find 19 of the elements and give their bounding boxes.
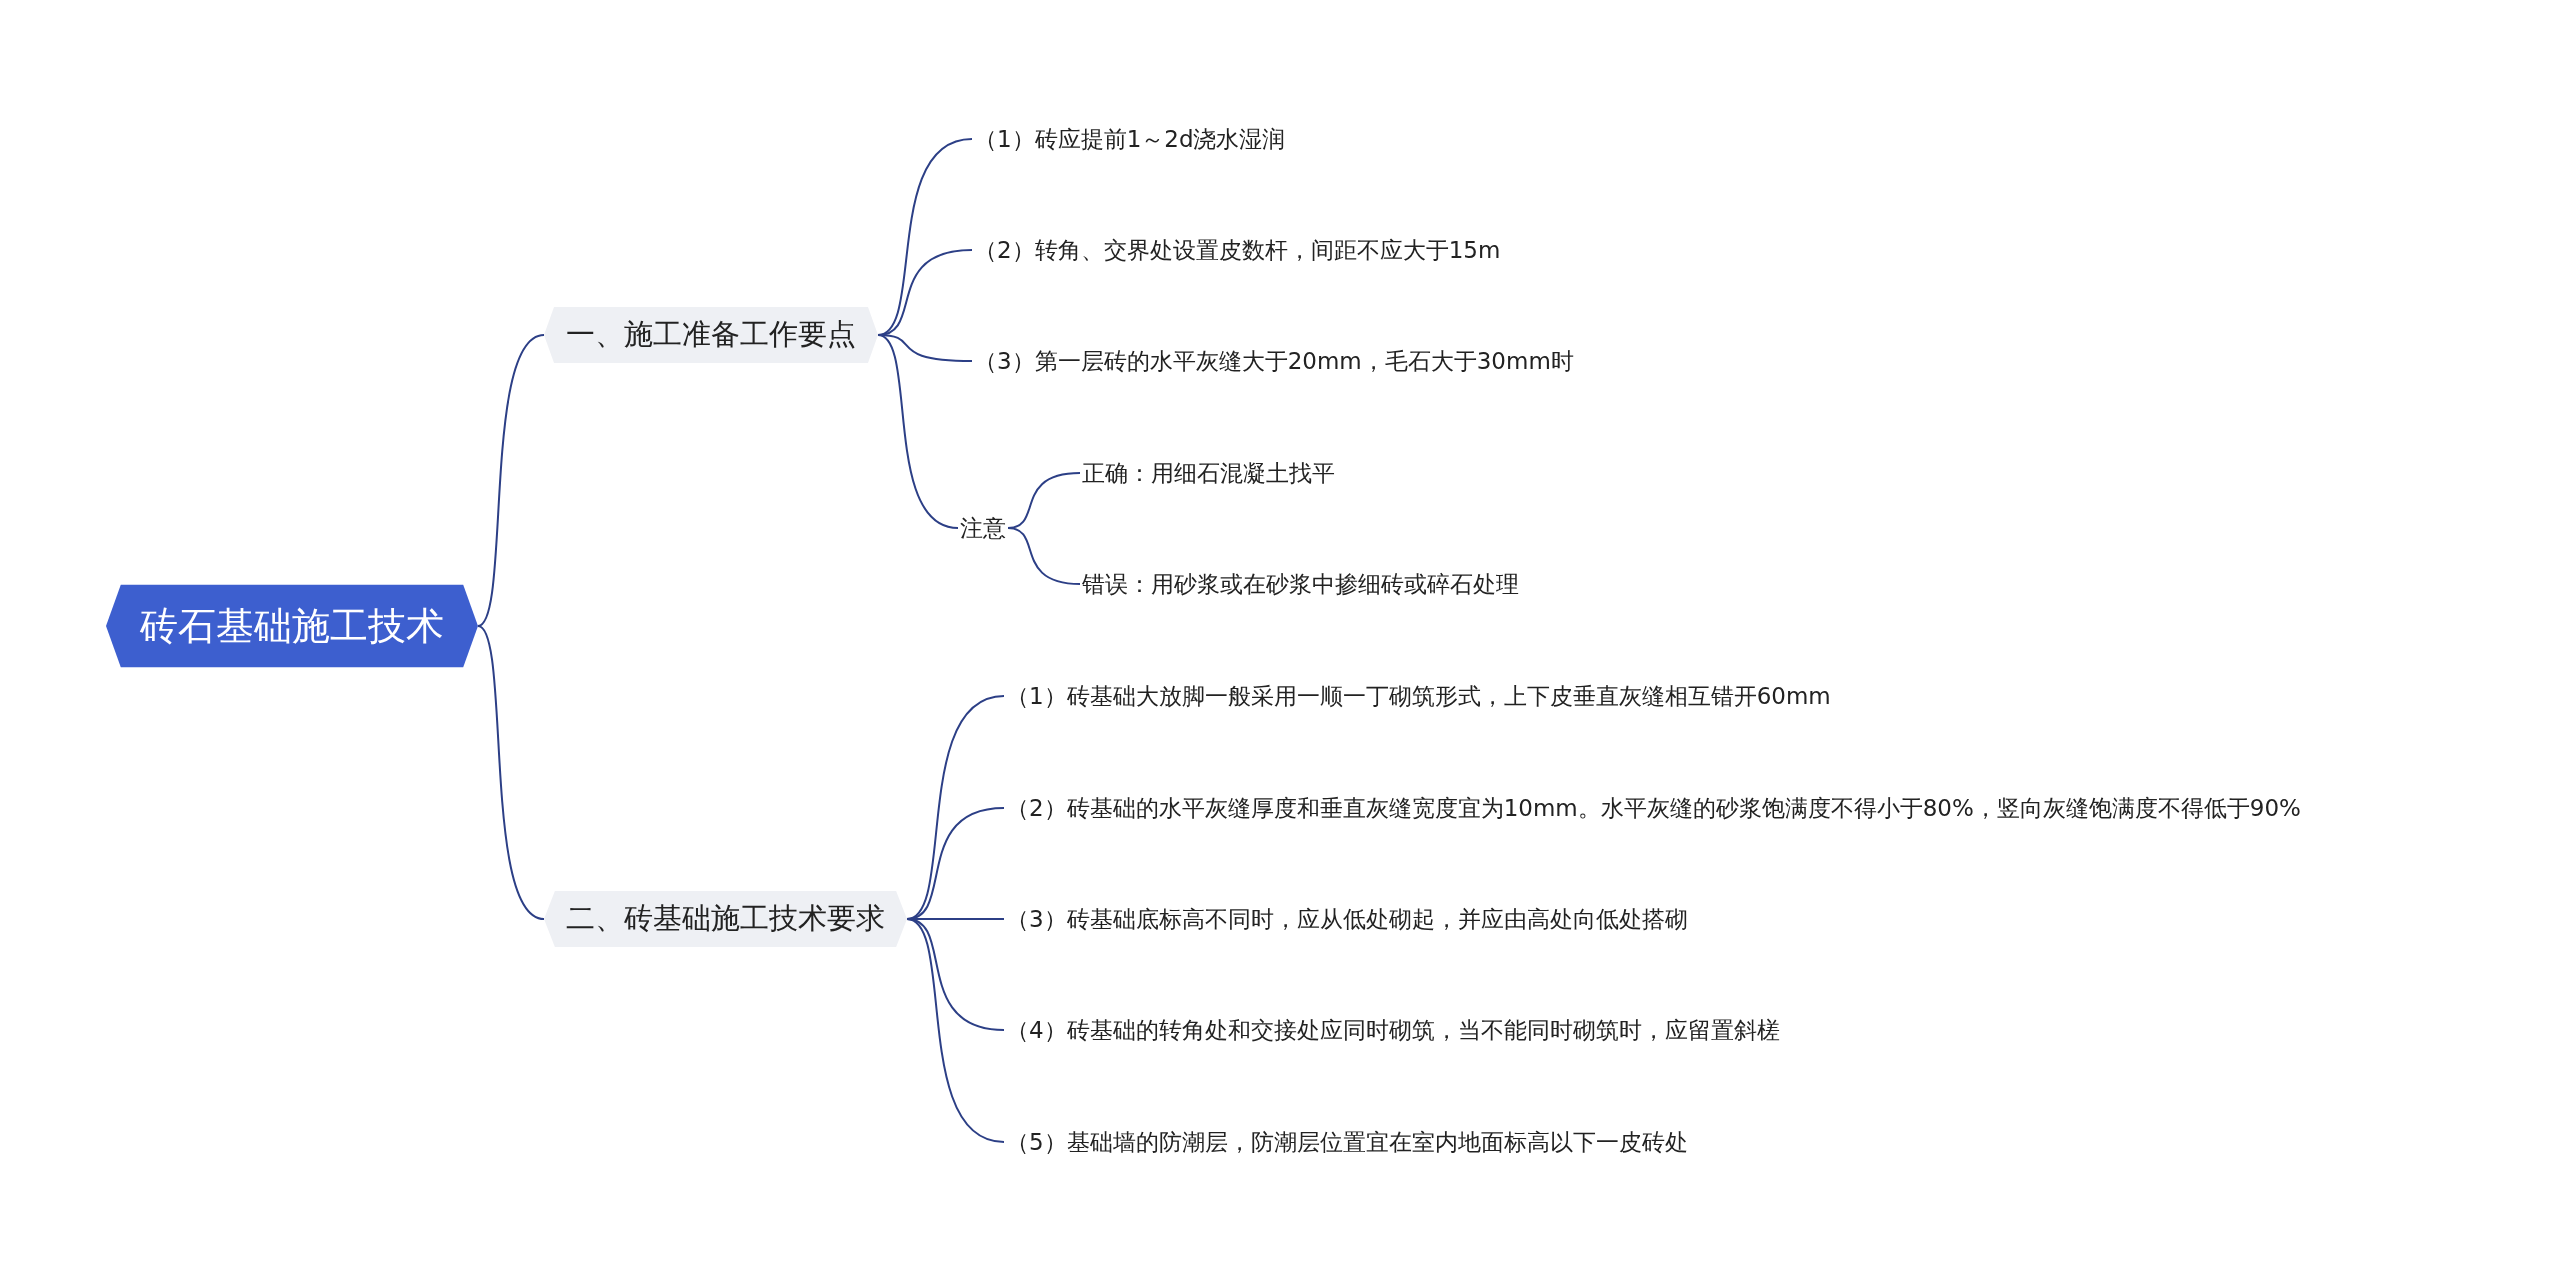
- branch-topic: 一、施工准备工作要点: [544, 307, 878, 363]
- topic-text: （1）砖基础大放脚一般采用一顺一丁砌筑形式，上下皮垂直灰缝相互错开60mm: [1004, 676, 1833, 716]
- topic-text: 注意: [958, 508, 1008, 548]
- root-topic: 砖石基础施工技术: [106, 584, 478, 668]
- topic-text: （3）第一层砖的水平灰缝大于20mm，毛石大于30mm时: [972, 341, 1576, 381]
- topic-text: 错误：用砂浆或在砂浆中掺细砖或碎石处理: [1080, 564, 1521, 604]
- topic-text: （2）砖基础的水平灰缝厚度和垂直灰缝宽度宜为10mm。水平灰缝的砂浆饱满度不得小于80%，竖向灰缝饱满度不得低于90%: [1004, 788, 2303, 828]
- connector-curve: [477, 334, 545, 627]
- topic-text: （1）砖应提前1～2d浇水湿润: [972, 119, 1288, 159]
- connector-curve: [906, 918, 1005, 1143]
- branch-topic: 二、砖基础施工技术要求: [544, 891, 907, 947]
- connector-curve: [877, 334, 959, 529]
- topic-text: （3）砖基础底标高不同时，应从低处砌起，并应由高处向低处搭砌: [1004, 899, 1690, 939]
- connector-curve: [477, 625, 545, 920]
- topic-text: 正确：用细石混凝土找平: [1080, 453, 1337, 493]
- topic-text: （4）砖基础的转角处和交接处应同时砌筑，当不能同时砌筑时，应留置斜槎: [1004, 1010, 1782, 1050]
- topic-text: （5）基础墙的防潮层，防潮层位置宜在室内地面标高以下一皮砖处: [1004, 1122, 1690, 1162]
- topic-text: （2）转角、交界处设置皮数杆，间距不应大于15m: [972, 230, 1503, 270]
- connector-curve: [1007, 527, 1081, 585]
